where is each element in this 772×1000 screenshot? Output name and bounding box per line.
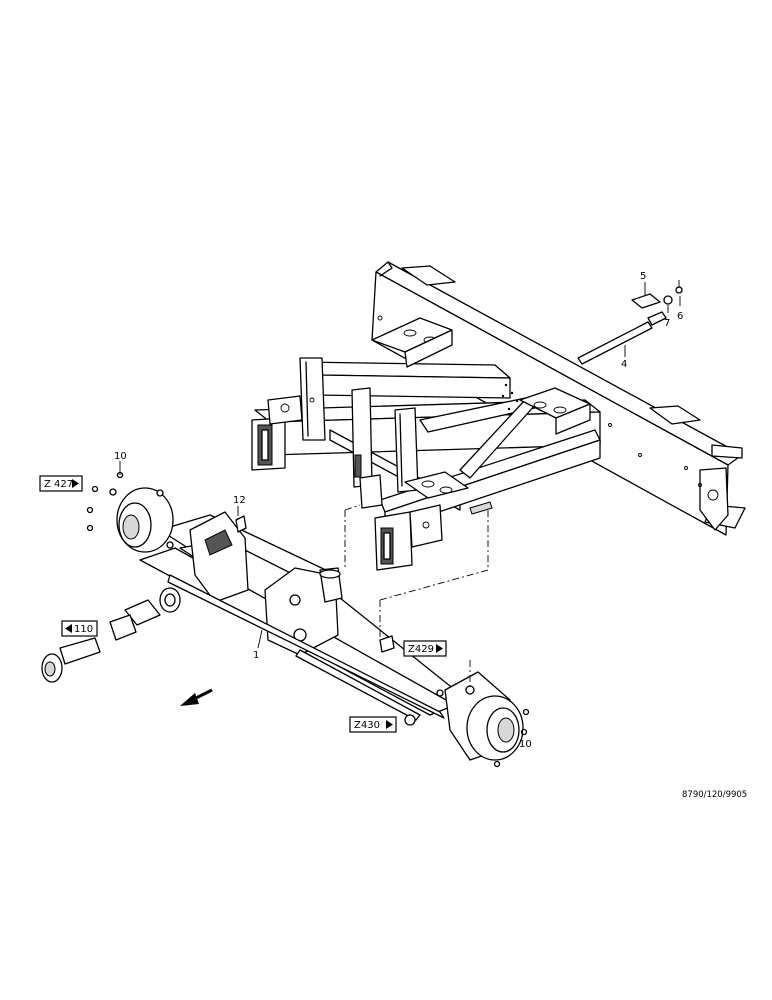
- ref-box-z430[interactable]: Z430: [349, 716, 397, 733]
- ref-z427-label: Z 427: [44, 479, 73, 490]
- callout-12: 12: [233, 495, 246, 506]
- callout-4: 4: [621, 359, 627, 370]
- triangle-right-icon: [386, 720, 393, 729]
- ref-z430-label: Z430: [354, 720, 380, 731]
- callout-10-bottom: 10: [519, 739, 532, 750]
- callout-6: 6: [677, 311, 683, 322]
- rod-assembly: [577, 280, 683, 365]
- triangle-right-icon: [436, 644, 443, 653]
- ref-box-z427[interactable]: Z 427: [39, 475, 83, 492]
- ref-z429-label: Z429: [408, 644, 434, 655]
- triangle-right-icon: [72, 479, 79, 488]
- frame-hole-pattern: [501, 383, 519, 411]
- ref-box-z429[interactable]: Z429: [403, 640, 447, 657]
- drawing-id: 8790/120/9905: [682, 790, 747, 800]
- drive-shaft: [41, 587, 181, 683]
- callout-10-top: 10: [114, 451, 127, 462]
- callout-1: 1: [253, 650, 259, 661]
- ref-110-label: 110: [74, 624, 93, 635]
- direction-arrow-icon: [180, 688, 213, 706]
- leader-lines: [119, 282, 681, 739]
- callout-5: 5: [640, 271, 646, 282]
- ref-box-110[interactable]: 110: [61, 620, 98, 637]
- front-axle: [86, 471, 530, 768]
- triangle-left-icon: [65, 624, 72, 633]
- chassis-frame: [251, 261, 746, 571]
- callout-7: 7: [664, 318, 670, 329]
